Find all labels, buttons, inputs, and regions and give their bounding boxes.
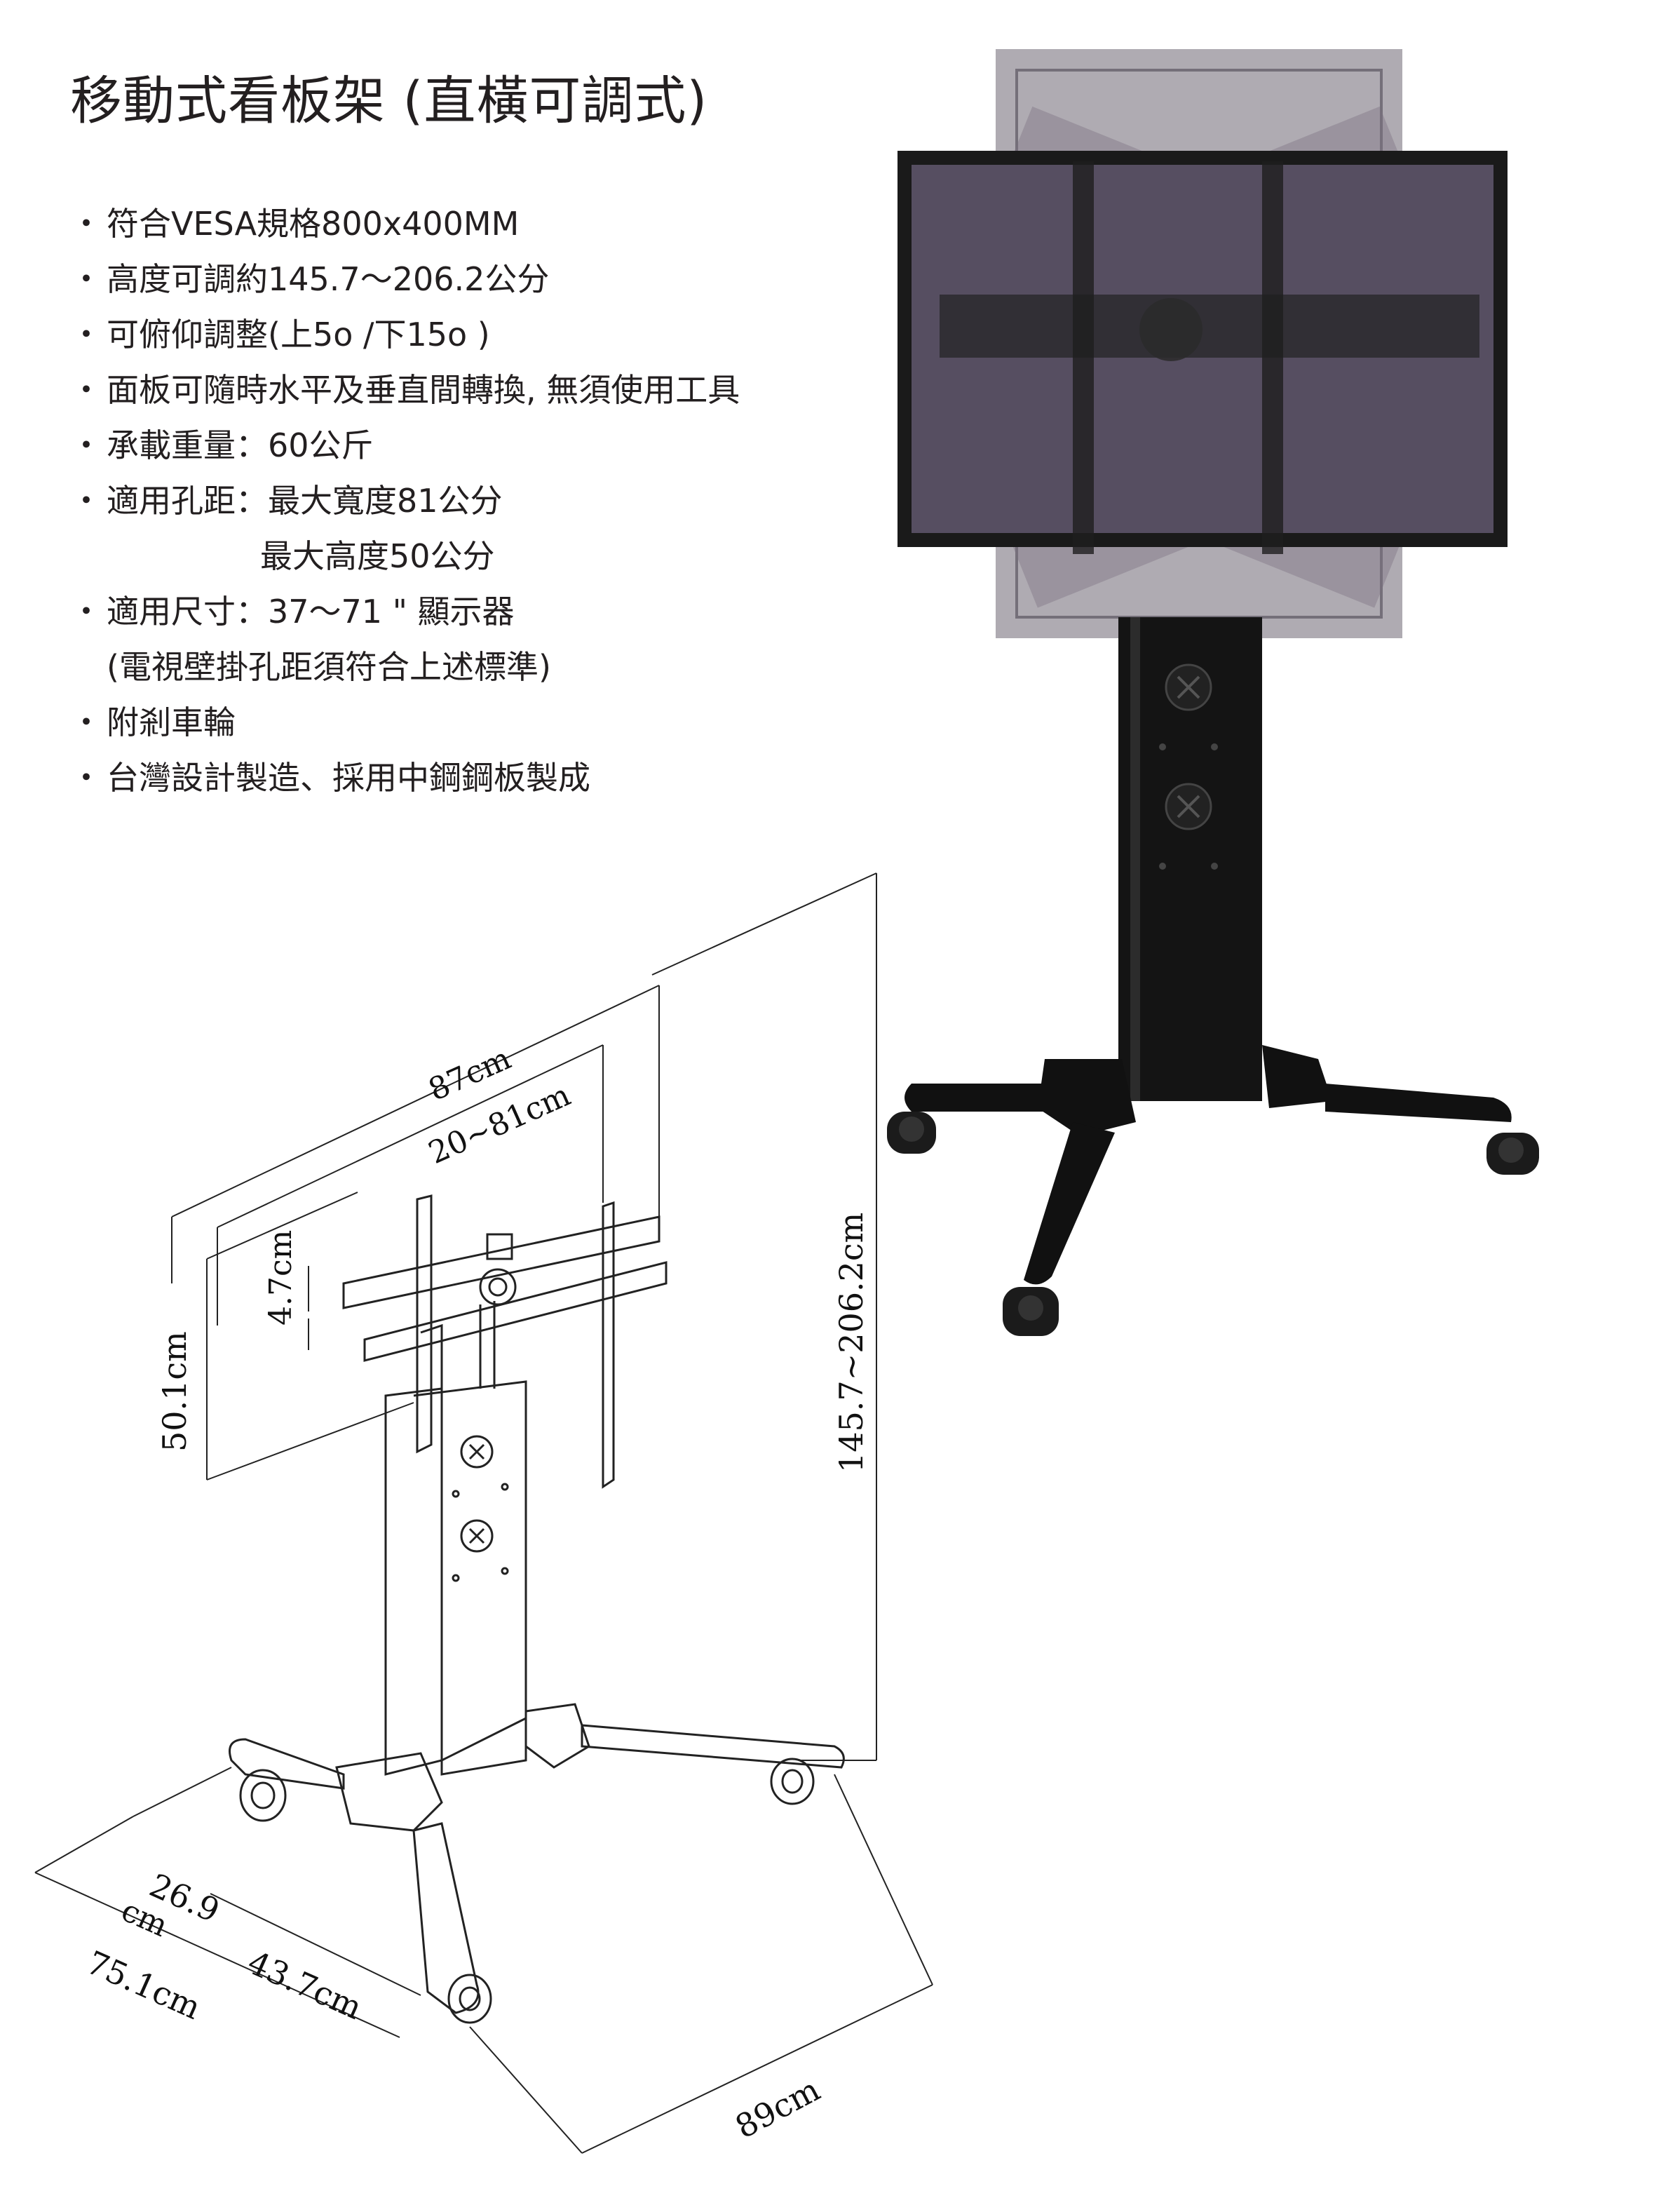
feature-item: 附剎車輪 — [70, 695, 740, 750]
rotating-screens — [897, 49, 1508, 638]
dim-offset: 4.7cm — [263, 1230, 299, 1326]
dim-front-leg: 43.7cm — [243, 1943, 368, 2027]
feature-item-continuation: 最大高度50公分 — [260, 537, 495, 575]
vesa-bracket — [940, 295, 1479, 358]
feature-item: 可俯仰調整(上5o /下15o ) — [70, 307, 740, 363]
feature-item: 承載重量：60公斤 — [70, 418, 740, 473]
dim-base-width: 89cm — [729, 2070, 826, 2146]
feature-item: 面板可隨時水平及垂直間轉換, 無須使用工具 — [70, 363, 740, 418]
product-photo — [887, 49, 1539, 1336]
dim-height-range: 145.7~206.2cm — [832, 1213, 870, 1473]
stand-base — [887, 1045, 1539, 1336]
stand-outline — [229, 1194, 845, 2024]
feature-list: 符合VESA規格800x400MM 高度可調約145.7～206.2公分 可俯仰… — [70, 196, 740, 806]
feature-item: 高度可調約145.7～206.2公分 — [70, 252, 740, 307]
dim-hole-height: 50.1cm — [156, 1331, 194, 1452]
feature-item: 適用孔距：最大寬度81公分 — [70, 473, 740, 529]
dimension-lines — [34, 872, 933, 2154]
stand-body — [1118, 617, 1262, 1101]
feature-item: 適用尺寸：37～71 " 顯示器 — [70, 584, 740, 640]
feature-item: 台灣設計製造、採用中鋼鋼板製成 — [70, 750, 740, 806]
feature-item: 符合VESA規格800x400MM — [70, 196, 740, 252]
dimension-drawing: 87cm 20~81cm 4.7cm 50.1cm 145.7~206.2cm … — [34, 872, 933, 2154]
page-title: 移動式看板架 (直橫可調式) — [70, 71, 708, 131]
feature-item-continuation: (電視壁掛孔距須符合上述標準) — [107, 648, 551, 686]
dim-width-overall: 87cm — [424, 1041, 517, 1108]
dim-base-depth: 75.1cm — [81, 1943, 207, 2027]
